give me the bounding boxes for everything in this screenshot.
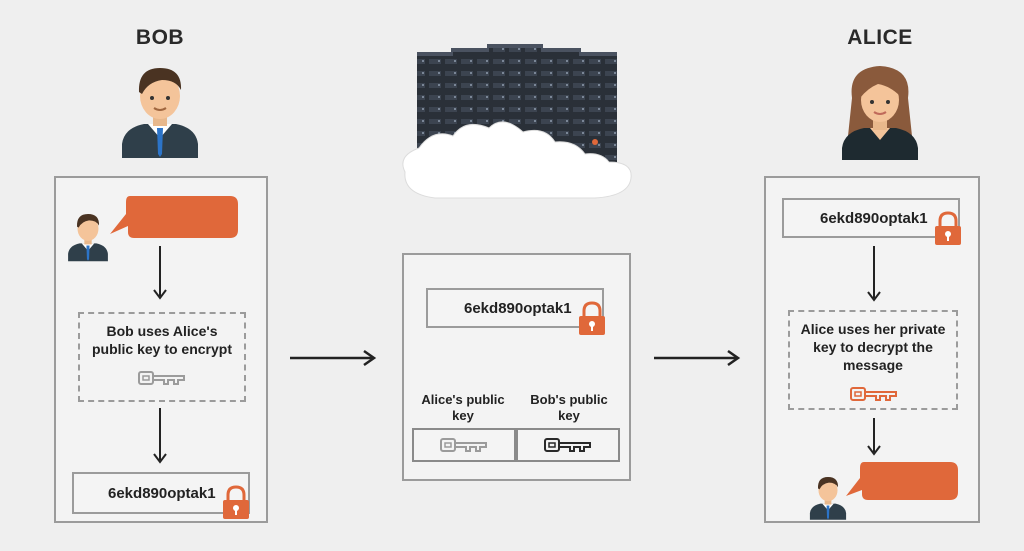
arrow-down-icon (153, 408, 167, 464)
alice-public-key-cell (412, 428, 516, 462)
bob-encrypt-step: Bob uses Alice's public key to encrypt (78, 312, 246, 402)
server-ciphertext-box: 6ekd890optak1 (426, 288, 604, 328)
bob-speech-bubble-icon (110, 196, 238, 238)
alice-decrypt-step: Alice uses her private key to decrypt th… (788, 310, 958, 410)
arrow-down-icon (867, 246, 881, 302)
cloud-icon (402, 121, 632, 199)
alice-title: ALICE (847, 26, 913, 49)
alice-public-key-label: Alice's public key (421, 392, 505, 423)
bob-title: BOB (135, 26, 185, 49)
alice-ciphertext: 6ekd890optak1 (820, 209, 928, 227)
lock-icon (579, 301, 605, 335)
sender-small-avatar-icon (809, 476, 847, 520)
key-icon (138, 371, 185, 385)
lock-icon (223, 485, 249, 519)
alice-ciphertext-box: 6ekd890optak1 (782, 198, 960, 238)
alice-avatar-icon (842, 66, 918, 160)
bob-ciphertext-box: 6ekd890optak1 (72, 472, 250, 514)
bob-public-key-cell (516, 428, 620, 462)
key-icon (850, 387, 897, 401)
bob-public-key-label: Bob's public key (530, 392, 608, 423)
key-icon (544, 438, 591, 452)
key-icon (440, 438, 487, 452)
alice-decrypt-step-text: Alice uses her private key to decrypt th… (800, 321, 946, 373)
server-rack-icon (402, 44, 632, 199)
server-ciphertext: 6ekd890optak1 (464, 299, 572, 317)
lock-icon (935, 211, 961, 245)
alice-speech-bubble-icon (846, 462, 958, 500)
arrow-right-icon (654, 349, 741, 367)
bob-encrypt-step-text: Bob uses Alice's public key to encrypt (91, 323, 233, 357)
bob-small-avatar-icon (68, 214, 108, 262)
arrow-down-icon (867, 418, 881, 456)
bob-avatar-icon (122, 68, 198, 158)
arrow-right-icon (290, 349, 377, 367)
bob-ciphertext: 6ekd890optak1 (108, 484, 216, 502)
arrow-down-icon (153, 246, 167, 300)
